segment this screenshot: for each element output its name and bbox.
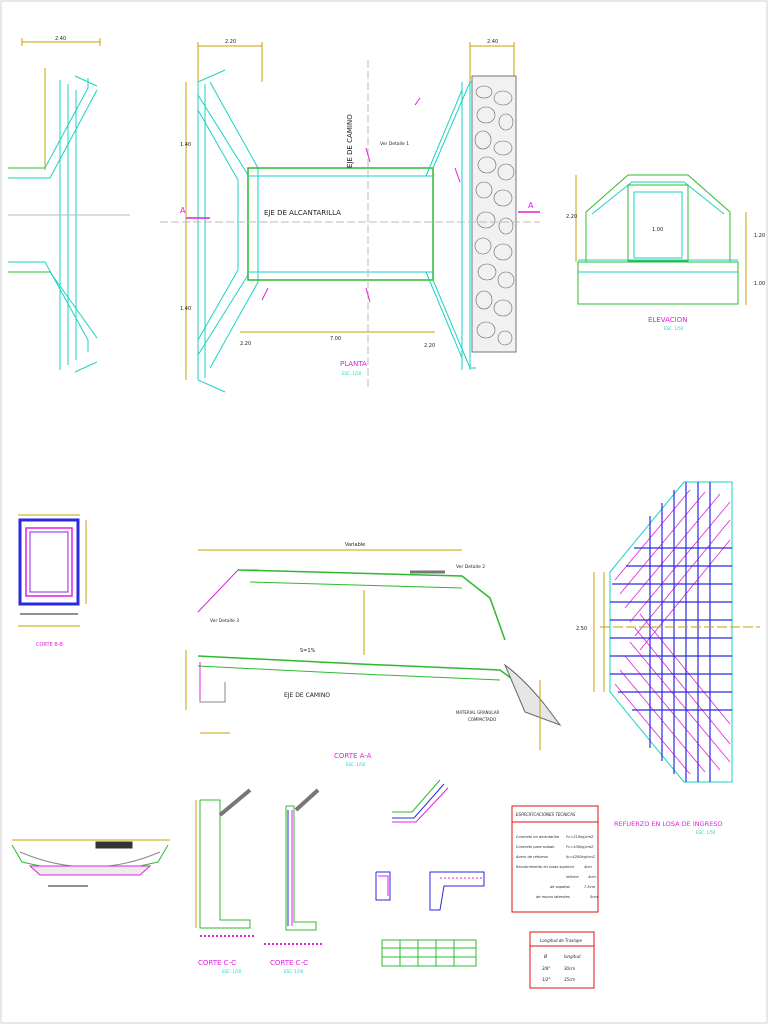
traslape-l: 35cm <box>564 977 575 982</box>
specs-row-val: f'c=210kg/cm2 <box>566 835 594 839</box>
dim-label: 2.40 <box>55 36 66 42</box>
corte-cc-1-title: CORTE C-C <box>198 959 236 967</box>
corte-aa-scale: ESC. 1/50 <box>346 762 366 767</box>
eje-de-camino-label: EJE DE CAMINO <box>346 114 354 168</box>
dim-label: 1.20 <box>754 233 765 239</box>
lower-section-bb <box>11 839 170 887</box>
refuerzo-title: REFUERZO EN LOSA DE INGRESO <box>614 820 723 828</box>
specs-row-val: fy=4200kg/cm2 <box>566 855 596 859</box>
variable-label: Variable <box>345 542 365 548</box>
specs-row-val: f'c=100kg/cm2 <box>566 845 594 849</box>
traslape-d: Ø <box>543 954 548 959</box>
specs-row-val: 5cm <box>590 895 598 899</box>
specs-row-key: inferior <box>566 875 579 879</box>
elevacion-scale: ESC. 1/50 <box>664 326 684 331</box>
specs-row-key: Recubrimiento en losas superior <box>516 865 575 869</box>
eje-de-alcantarilla-label: EJE DE ALCANTARILLA <box>264 209 341 217</box>
dim-label: 2.20 <box>424 343 435 349</box>
corte-cc-2-title: CORTE C-C <box>270 959 308 967</box>
corte-bb-title: CORTE B-B <box>36 642 63 648</box>
specs-row-val: 7.5cm <box>584 885 596 889</box>
dim-label: 1.00 <box>754 281 765 287</box>
dim-label: 2.20 <box>240 341 251 347</box>
losa-reinforcement: 2.50 REFUERZO EN LOSA DE INGRESO ESC. 1/… <box>576 481 760 835</box>
specs-row-key: de zapatas <box>550 885 570 889</box>
dim-label: 1.00 <box>652 227 663 233</box>
elevacion-title: ELEVACION <box>648 316 687 324</box>
dim-label: 2.20 <box>225 39 236 45</box>
specs-row-key: Acero de refuerzo <box>515 855 549 859</box>
plan-view: 2.20 2.40 1.40 1.40 <box>160 39 540 393</box>
planta-scale: ESC. 1/50 <box>342 371 362 376</box>
specs-row-key: de muros laterales <box>536 895 570 899</box>
specs-table: ESPECIFICACIONES TECNICAS Concreto en al… <box>511 805 599 913</box>
refuerzo-scale: ESC. 1/50 <box>696 830 716 835</box>
dim-label: 1.40 <box>180 142 191 148</box>
compactado-label: COMPACTADO <box>468 717 496 722</box>
corte-aa-title: CORTE A-A <box>334 752 372 760</box>
specs-row-key: Concreto en alcantarilla <box>516 835 559 839</box>
corte-aa-section: Variable S=1% EJE DE CAMINO Ver Detalle … <box>185 542 562 767</box>
traslape-l: 30cm <box>564 966 575 971</box>
specs-title: ESPECIFICACIONES TECNICAS <box>516 812 576 817</box>
dim-label: 1.40 <box>180 306 191 312</box>
eje-camino-corte-label: EJE DE CAMINO <box>284 692 330 699</box>
corte-cc-2: CORTE C-C ESC. 1/50 <box>264 788 322 974</box>
dim-label: 2.40 <box>487 39 498 45</box>
corte-bb-section: CORTE B-B <box>18 514 87 648</box>
specs-row-val: 4cm <box>584 865 592 869</box>
specs-row-key: Concreto para solado <box>516 845 555 849</box>
dim-label: 2.50 <box>576 626 587 632</box>
traslape-table: Longitud de Traslape Ø longitud 3/8" 30c… <box>529 931 595 989</box>
dim-label: S=1% <box>300 648 316 654</box>
ver-detalle-3-label: Ver Detalle 3 <box>210 618 239 624</box>
material-label: MATERIAL GRANULAR <box>456 710 499 715</box>
ver-detalle-1-label: Ver Detalle 1 <box>380 141 409 147</box>
dim-label: 2.20 <box>566 214 577 220</box>
elevation-view: 1.20 1.00 2.20 1.00 ELEVACION ESC. 1/50 <box>566 174 765 331</box>
corte-cc-2-scale: ESC. 1/50 <box>284 969 304 974</box>
details-group <box>375 779 485 967</box>
traslape-d: 1/2" <box>542 977 550 982</box>
section-a-right: A <box>528 201 534 210</box>
traslape-l: longitud <box>564 954 581 959</box>
corte-cc-1-scale: ESC. 1/50 <box>222 969 242 974</box>
traslape-title: Longitud de Traslape <box>540 938 582 943</box>
ver-detalle-2-label: Ver Detalle 2 <box>456 564 485 570</box>
traslape-d: 3/8" <box>542 966 550 971</box>
section-a-left: A <box>180 206 186 215</box>
corte-cc-1: CORTE C-C ESC. 1/50 <box>195 788 254 974</box>
plan-left-partial: 2.40 <box>8 36 130 373</box>
dim-label: 7.00 <box>330 336 341 342</box>
planta-title: PLANTA <box>340 360 367 368</box>
specs-row-val: 4cm <box>588 875 596 879</box>
